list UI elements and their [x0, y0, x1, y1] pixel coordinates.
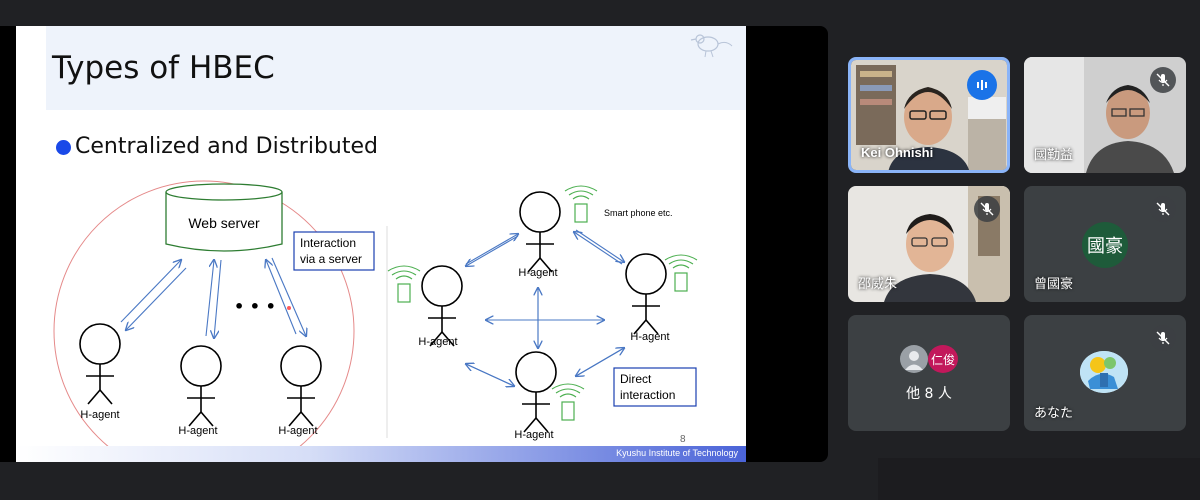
direct-note-box — [613, 367, 697, 407]
central-agent-2 — [180, 345, 222, 427]
web-server-cylinder — [165, 183, 283, 252]
bottom-bar — [878, 458, 1200, 500]
avatar: 仁俊 — [928, 345, 958, 373]
avatar-generic-icon — [900, 345, 928, 373]
central-agent-1-label: H-agent — [80, 409, 119, 421]
dist-agent-top — [519, 191, 561, 273]
arrow-up-3 — [266, 260, 297, 335]
self-avatar-icon — [1080, 351, 1128, 393]
mic-off-icon — [1150, 196, 1176, 222]
arrow-down-1 — [126, 267, 187, 330]
participant-tile-2[interactable]: 國勤益 — [1024, 57, 1186, 173]
arrow-tr-b — [574, 232, 623, 265]
phone-left — [387, 265, 421, 303]
mic-off-icon — [1150, 325, 1176, 351]
participant-tile-kei-ohnishi[interactable]: Kei Ohnishi — [848, 57, 1010, 173]
web-server-label: Web server — [188, 215, 260, 231]
dist-agent-bottom-label: H-agent — [514, 429, 553, 441]
arrow-up-2 — [205, 260, 214, 337]
server-note-line2: via a server — [300, 252, 362, 266]
presentation-view[interactable]: Types of HBEC Centralized and Distribute… — [0, 26, 828, 462]
dist-agent-left-label: H-agent — [418, 336, 457, 348]
participant-name: 國勤益 — [1034, 147, 1074, 162]
self-tile[interactable]: あなた — [1024, 315, 1186, 431]
bullet-dot — [56, 140, 71, 155]
others-tile[interactable]: 仁俊 他 8 人 — [848, 315, 1010, 431]
footer-institution: Kyushu Institute of Technology — [616, 448, 738, 458]
slide-header — [46, 26, 746, 110]
slide-page-number: 8 — [680, 434, 686, 445]
arrow-tl-b — [466, 235, 519, 266]
server-note-box — [293, 231, 375, 271]
arrow-tr-a — [575, 229, 624, 262]
phone-right — [664, 254, 698, 292]
participant-name: 曾國豪 — [1034, 276, 1074, 291]
audio-level-icon — [967, 70, 997, 100]
arrow-br-b — [576, 347, 625, 376]
participant-tile-3[interactable]: 邵威朱 — [848, 186, 1010, 302]
arrow-down-3 — [271, 257, 306, 336]
arrow-down-2 — [214, 259, 222, 338]
participant-name: あなた — [1034, 405, 1074, 420]
server-note-line1: Interaction — [300, 236, 356, 250]
slide-title: Types of HBEC — [52, 50, 275, 86]
others-count: 他 8 人 — [906, 386, 952, 402]
phone-top — [564, 185, 598, 223]
direct-note-line2: interaction — [620, 388, 675, 402]
hbec-diagram: Web server Interaction via a server • • … — [53, 180, 698, 446]
avatar: 國豪 — [1082, 222, 1128, 268]
central-agent-2-label: H-agent — [178, 425, 217, 437]
central-agent-3 — [280, 345, 322, 427]
slide-footer: Kyushu Institute of Technology — [16, 446, 746, 462]
participant-name: Kei Ohnishi — [861, 145, 934, 160]
central-agent-3-label: H-agent — [278, 425, 317, 437]
dist-agent-right — [625, 253, 667, 335]
bird-logo-icon — [690, 34, 733, 58]
participant-name: 邵威朱 — [858, 276, 898, 291]
mic-off-icon — [1150, 67, 1176, 93]
direct-note-line1: Direct — [620, 372, 652, 386]
arrow-bl-b — [466, 364, 515, 387]
centralized-boundary — [53, 180, 355, 446]
dist-agent-top-label: H-agent — [518, 267, 557, 279]
arrow-up-1 — [120, 260, 181, 323]
dist-agent-bottom — [515, 351, 557, 433]
slide: Types of HBEC Centralized and Distribute… — [16, 26, 746, 462]
dist-agent-left — [421, 265, 463, 347]
mic-off-icon — [974, 196, 1000, 222]
dist-agent-right-label: H-agent — [630, 331, 669, 343]
arrow-tl-a — [465, 234, 518, 265]
participant-tile-4[interactable]: 國豪 曾國豪 — [1024, 186, 1186, 302]
laser-pointer-dot — [287, 306, 291, 310]
central-agent-1 — [79, 323, 121, 405]
ellipsis: • • • — [234, 297, 276, 316]
slide-subtitle: Centralized and Distributed — [75, 134, 378, 159]
device-label: Smart phone etc. — [604, 208, 673, 218]
phone-bottom — [551, 383, 585, 421]
